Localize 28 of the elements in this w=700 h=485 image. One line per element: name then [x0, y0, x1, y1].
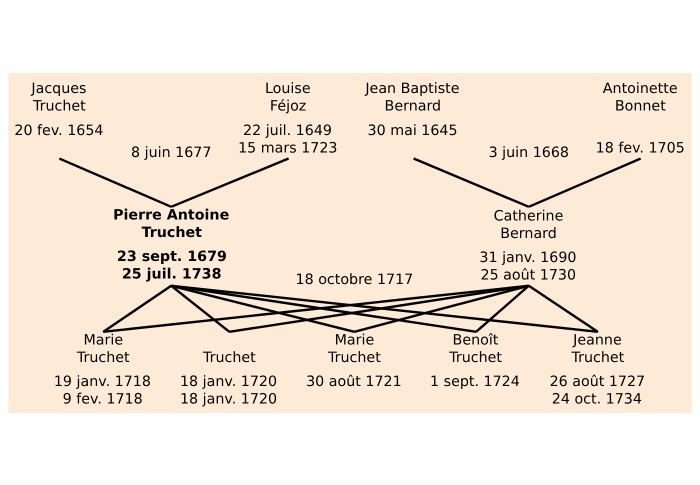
node-text: Catherine Bernard 31 janv. 1690 25 août 1730	[479, 208, 576, 284]
connector	[475, 284, 530, 332]
connector	[103, 284, 529, 333]
connector	[229, 284, 529, 333]
connector	[171, 284, 598, 333]
label: 8 juin 1677	[131, 144, 212, 160]
connector	[528, 284, 599, 332]
node-text: Jacques Truchet 20 fev. 1654	[14, 80, 104, 138]
label: 18 octobre 1717	[296, 272, 414, 288]
node-text: Jean Baptiste Bernard 30 mai 1645	[365, 80, 460, 138]
node-text: Jeanne Truchet 26 août 1727 24 oct. 1734	[550, 332, 646, 408]
connector	[354, 284, 530, 332]
label: 3 juin 1668	[488, 144, 569, 160]
connector	[170, 284, 355, 333]
node-text: Antoinette Bonnet 18 fev. 1705	[596, 80, 685, 156]
connector	[171, 284, 476, 333]
connector	[528, 156, 642, 208]
node-text: Marie Truchet 19 janv. 1718 9 fev. 1718	[54, 332, 151, 408]
connector	[58, 156, 172, 208]
node-text: Louise Féjoz 22 juil. 1649 15 mars 1723	[238, 80, 338, 156]
node-text: Pierre Antoine Truchet 23 sept. 1679 25 juil. 1738	[113, 206, 230, 282]
node-text: Benoît Truchet 1 sept. 1724	[430, 332, 520, 390]
connector	[413, 156, 530, 208]
connector	[170, 156, 290, 208]
connector	[170, 284, 230, 332]
node-text: Marie Truchet 30 août 1721	[306, 332, 402, 390]
node-text: Truchet 18 janv. 1720 18 janv. 1720	[180, 349, 278, 408]
connector	[102, 284, 172, 332]
